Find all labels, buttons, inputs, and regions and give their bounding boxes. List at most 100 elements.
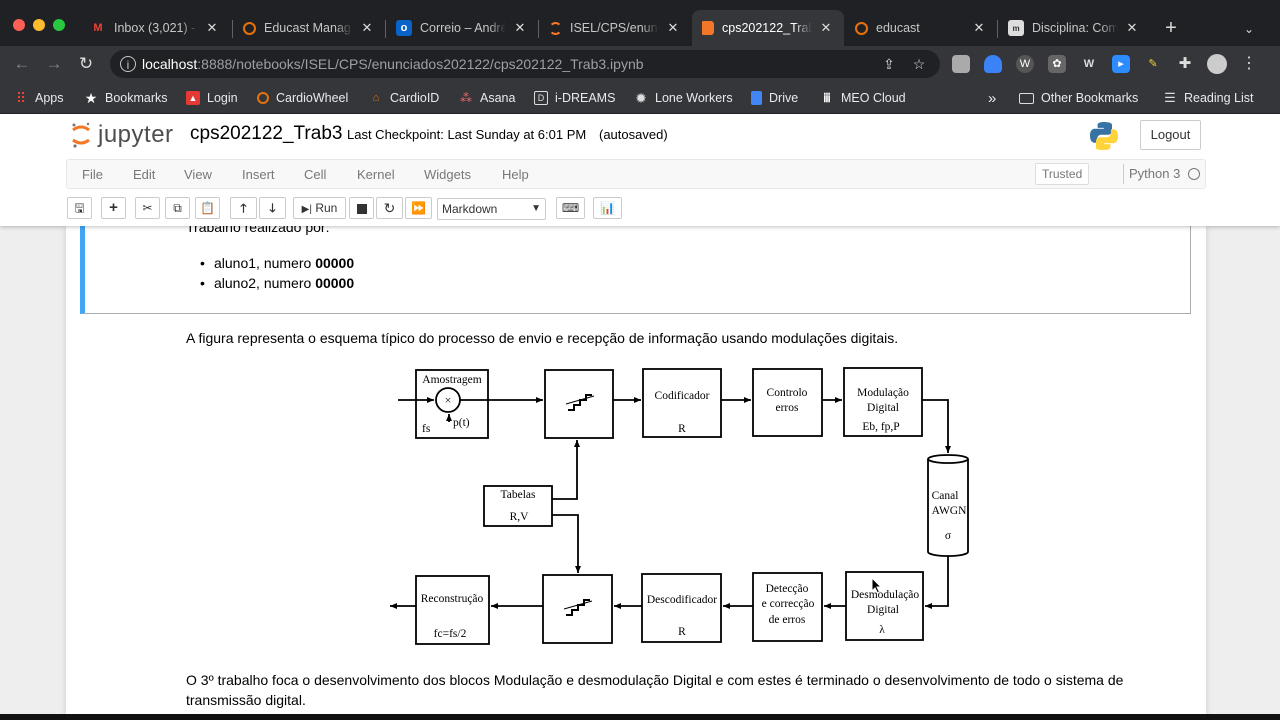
close-icon[interactable]: ✕ bbox=[820, 20, 832, 35]
chart-extension-button[interactable]: 📊 bbox=[593, 197, 622, 219]
restart-button[interactable]: ↻ bbox=[376, 197, 403, 219]
gmail-icon: M bbox=[93, 22, 103, 34]
site-info-icon[interactable]: i bbox=[120, 56, 136, 72]
browser-tab-outlook[interactable]: o Correio – André ✕ bbox=[386, 10, 538, 46]
menu-insert[interactable]: Insert bbox=[242, 167, 275, 182]
restart-run-all-button[interactable]: ⏩ bbox=[405, 197, 432, 219]
move-down-button[interactable]: 🡓 bbox=[259, 197, 286, 219]
other-bookmarks-folder[interactable]: Other Bookmarks bbox=[1019, 89, 1138, 107]
jupyter-logo[interactable]: jupyter bbox=[70, 120, 174, 150]
reading-list-button[interactable]: ☰ Reading List bbox=[1163, 89, 1253, 107]
cell-type-select[interactable]: Markdown ▼ bbox=[437, 198, 546, 220]
bookmark-asana[interactable]: ⁂ Asana bbox=[459, 89, 515, 107]
extension-wp-icon[interactable]: W bbox=[1083, 58, 1095, 70]
reload-icon[interactable]: ↻ bbox=[78, 54, 94, 73]
extension-highlighter-icon[interactable]: ✎ bbox=[1148, 58, 1158, 70]
reading-list-icon: ☰ bbox=[1164, 90, 1176, 105]
block-controlo-erros bbox=[752, 368, 823, 437]
bookmark-label: Asana bbox=[480, 91, 516, 105]
browser-tab-educast[interactable]: educast ✕ bbox=[845, 10, 997, 46]
new-tab-button[interactable]: + bbox=[1165, 17, 1177, 39]
bookmark-label: Drive bbox=[769, 91, 799, 105]
fast-forward-icon: ⏩ bbox=[411, 201, 426, 215]
block-modulacao bbox=[843, 367, 923, 437]
browser-menu-icon[interactable]: ⋮ bbox=[1241, 55, 1257, 72]
jupyter-logo-icon bbox=[72, 122, 90, 148]
paste-button[interactable]: 📋 bbox=[195, 197, 220, 219]
address-bar[interactable]: i localhost:8888/notebooks/ISEL/CPS/enun… bbox=[110, 50, 940, 78]
window-maximize-button[interactable] bbox=[53, 19, 65, 31]
cut-button[interactable]: ✂ bbox=[135, 197, 160, 219]
bookmark-lone-workers[interactable]: ✹ Lone Workers bbox=[634, 89, 732, 107]
bookmark-drive[interactable]: Drive bbox=[751, 89, 798, 107]
tab-title: Educast Manag bbox=[264, 21, 351, 35]
block-reconstrucao bbox=[415, 575, 490, 645]
menu-view[interactable]: View bbox=[184, 167, 212, 182]
bookmark-login[interactable]: ▲ Login bbox=[186, 89, 238, 107]
menu-kernel[interactable]: Kernel bbox=[357, 167, 395, 182]
window-minimize-button[interactable] bbox=[33, 19, 45, 31]
close-icon[interactable]: ✕ bbox=[667, 20, 679, 35]
close-icon[interactable]: ✕ bbox=[973, 20, 985, 35]
browser-tab-jupyter-tree[interactable]: ISEL/CPS/enunc ✕ bbox=[539, 10, 691, 46]
educast-icon bbox=[243, 21, 256, 35]
moodle-icon: m bbox=[1008, 20, 1024, 36]
browser-tab-educast-manager[interactable]: Educast Manag ✕ bbox=[233, 10, 385, 46]
interrupt-button[interactable] bbox=[349, 197, 374, 219]
menu-file[interactable]: File bbox=[82, 167, 103, 182]
bookmark-meo-cloud[interactable]: ⅲ MEO Cloud bbox=[820, 89, 905, 107]
cardioid-icon: ⌂ bbox=[372, 92, 380, 104]
quantizer-staircase-icon bbox=[566, 599, 590, 616]
kernel-name[interactable]: Python 3 bbox=[1129, 166, 1181, 181]
bookmark-cardiowheel[interactable]: CardioWheel bbox=[257, 89, 348, 107]
close-icon[interactable]: ✕ bbox=[361, 20, 373, 35]
kernel-idle-indicator-icon bbox=[1188, 168, 1200, 180]
profile-avatar[interactable] bbox=[1207, 54, 1227, 74]
jupyter-header: jupyter cps202122_Trab3 Last Checkpoint:… bbox=[0, 114, 1280, 226]
asana-icon: ⁂ bbox=[460, 91, 472, 105]
scissors-icon: ✂ bbox=[142, 201, 153, 215]
window-close-button[interactable] bbox=[13, 19, 25, 31]
menu-widgets[interactable]: Widgets bbox=[424, 167, 471, 182]
label-pt: p(t) bbox=[453, 417, 470, 429]
menu-help[interactable]: Help bbox=[502, 167, 529, 182]
logout-button[interactable]: Logout bbox=[1140, 120, 1201, 150]
extension-zoom-icon[interactable]: ▸ bbox=[1112, 55, 1130, 73]
insert-cell-button[interactable]: + bbox=[101, 197, 126, 219]
tab-title: educast bbox=[876, 21, 920, 35]
tab-search-chevron-icon[interactable]: ⌄ bbox=[1243, 22, 1255, 36]
close-icon[interactable]: ✕ bbox=[206, 20, 218, 35]
copy-button[interactable]: ⧉ bbox=[165, 197, 190, 219]
save-button[interactable]: 🖫 bbox=[67, 197, 92, 219]
forward-arrow-icon[interactable]: → bbox=[45, 54, 63, 73]
extension-shield-icon[interactable] bbox=[984, 55, 1002, 73]
trusted-indicator[interactable]: Trusted bbox=[1035, 163, 1090, 185]
browser-tab-notebook-active[interactable]: cps202122_Trab ✕ bbox=[692, 10, 844, 46]
bookmark-apps[interactable]: ⠿ Apps bbox=[14, 89, 64, 107]
bookmark-label: i-DREAMS bbox=[555, 91, 616, 105]
extension-puzzle-gear-icon[interactable]: ✿ bbox=[1048, 55, 1066, 73]
browser-tab-moodle[interactable]: m Disciplina: Com ✕ bbox=[998, 10, 1150, 46]
notebook-name[interactable]: cps202122_Trab3 bbox=[190, 123, 343, 144]
run-button[interactable]: ▶| Run bbox=[293, 197, 346, 219]
bookmark-label: CardioWheel bbox=[276, 91, 349, 105]
extension-w-icon[interactable]: W bbox=[1016, 55, 1034, 73]
bookmark-idreams[interactable]: D i-DREAMS bbox=[534, 89, 615, 107]
extensions-puzzle-icon[interactable]: ✚ bbox=[1178, 55, 1192, 72]
close-icon[interactable]: ✕ bbox=[514, 20, 526, 35]
login-icon: ▲ bbox=[186, 91, 200, 105]
command-palette-button[interactable]: ⌨ bbox=[556, 197, 585, 219]
bookmark-bookmarks[interactable]: ★ Bookmarks bbox=[84, 89, 168, 107]
share-icon[interactable]: ⇪ bbox=[883, 56, 895, 72]
back-arrow-icon[interactable]: ← bbox=[13, 54, 31, 73]
bookmark-star-icon[interactable]: ☆ bbox=[912, 56, 926, 72]
browser-tab-gmail[interactable]: M Inbox (3,021) - ✕ bbox=[80, 10, 230, 46]
close-icon[interactable]: ✕ bbox=[1126, 20, 1138, 35]
menu-cell[interactable]: Cell bbox=[304, 167, 327, 182]
bookmark-cardioid[interactable]: ⌂ CardioID bbox=[369, 89, 440, 107]
extension-dark-reader-icon[interactable] bbox=[952, 55, 970, 73]
move-up-button[interactable]: 🡑 bbox=[230, 197, 257, 219]
menu-edit[interactable]: Edit bbox=[133, 167, 156, 182]
cell-type-value: Markdown bbox=[442, 202, 498, 216]
bookmarks-overflow-button[interactable]: » bbox=[988, 89, 997, 107]
